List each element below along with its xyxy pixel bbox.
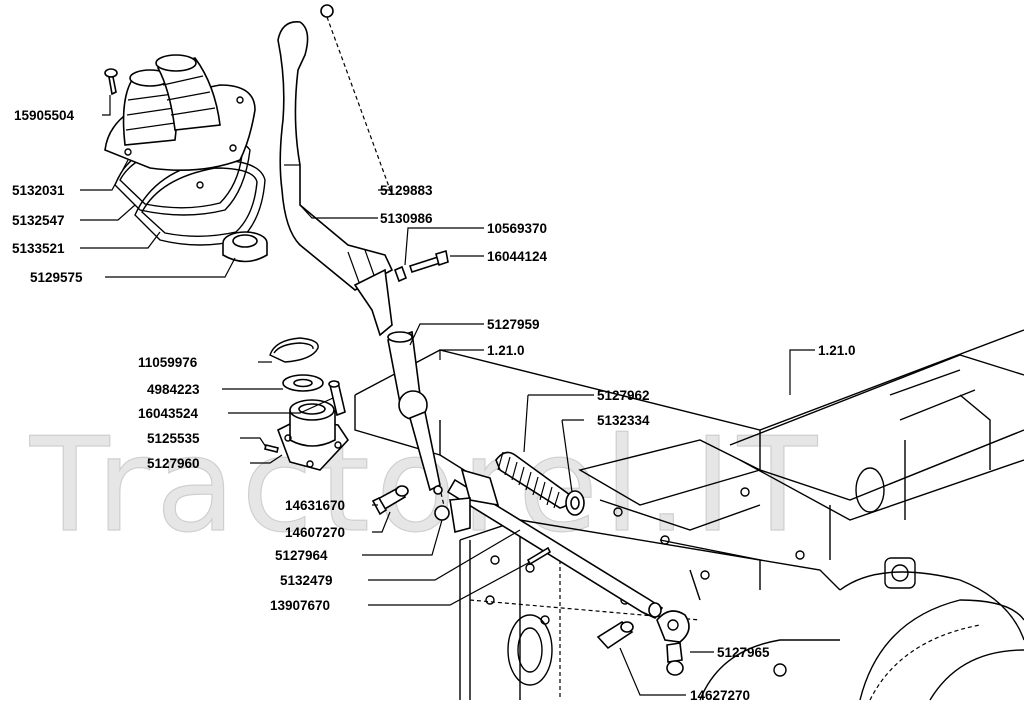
label-5130986: 5130986 [380, 211, 433, 226]
leader-lines [80, 95, 815, 696]
label-14631670: 14631670 [285, 498, 345, 513]
label-5132479: 5132479 [280, 573, 333, 588]
label-5125535: 5125535 [147, 431, 200, 446]
label-14607270: 14607270 [285, 525, 345, 540]
label-5129883: 5129883 [380, 183, 433, 198]
label-5127962: 5127962 [597, 388, 650, 403]
label-15905504: 15905504 [14, 108, 75, 123]
label-5132031: 5132031 [12, 183, 65, 198]
label-ref-1-21-0-a: 1.21.0 [487, 343, 525, 358]
boot-assembly [104, 54, 268, 263]
label-5133521: 5133521 [12, 241, 65, 256]
label-5132334: 5132334 [597, 413, 650, 428]
shift-lever [277, 4, 449, 511]
part-labels: 15905504 5132031 5132547 5133521 5129575… [12, 108, 856, 703]
selector-shaft [434, 451, 690, 676]
label-16043524: 16043524 [138, 406, 199, 421]
label-5132547: 5132547 [12, 213, 65, 228]
label-10569370: 10569370 [487, 221, 547, 236]
label-5127964: 5127964 [275, 548, 328, 563]
label-13907670: 13907670 [270, 598, 330, 613]
label-16044124: 16044124 [487, 249, 548, 264]
label-11059976: 11059976 [138, 355, 198, 370]
tower-parts [264, 337, 409, 516]
label-14627270: 14627270 [690, 688, 750, 703]
label-5127959: 5127959 [487, 317, 540, 332]
label-5129575: 5129575 [30, 270, 83, 285]
transmission-housing [354, 329, 1024, 701]
label-5127960: 5127960 [147, 456, 200, 471]
label-4984223: 4984223 [147, 382, 200, 397]
label-ref-1-21-0-b: 1.21.0 [818, 343, 856, 358]
label-5127965: 5127965 [717, 645, 770, 660]
